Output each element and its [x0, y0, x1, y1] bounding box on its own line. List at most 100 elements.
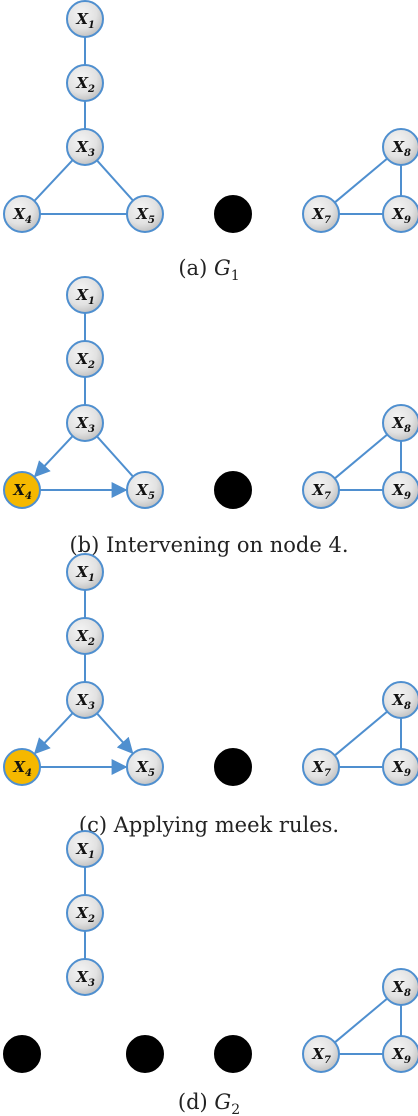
node-label: X	[75, 74, 89, 92]
node-subscript: 7	[324, 215, 331, 226]
node-subscript: 5	[148, 215, 155, 226]
node-circle	[66, 894, 104, 932]
node-circle	[66, 958, 104, 996]
node-circle	[66, 276, 104, 314]
node-subscript: 7	[324, 1055, 331, 1066]
edge-x3-x5-directed	[96, 712, 134, 755]
node-subscript: 4	[25, 215, 32, 226]
node-subscript: 4	[25, 491, 32, 502]
node-subscript: 8	[404, 424, 411, 435]
node-label: X	[391, 1045, 405, 1063]
node-subscript: 9	[404, 768, 411, 779]
node-subscript: 3	[88, 148, 95, 159]
node-label: X	[12, 205, 26, 223]
node-x6	[214, 1035, 252, 1073]
node-label: X	[75, 840, 89, 858]
node-circle	[382, 471, 418, 509]
node-circle	[382, 968, 418, 1006]
node-circle	[126, 748, 164, 786]
edge-x7-x8	[334, 710, 388, 757]
node-subscript: 2	[87, 360, 95, 371]
edge-x7-x8	[334, 997, 388, 1044]
node-circle	[126, 1035, 164, 1073]
caption-c: (c) Applying meek rules.	[79, 813, 339, 837]
node-subscript: 3	[88, 978, 95, 989]
node-circle	[214, 748, 252, 786]
node-circle	[3, 471, 41, 509]
node-subscript: 8	[404, 988, 411, 999]
node-circle	[382, 404, 418, 442]
node-circle	[302, 471, 340, 509]
node-subscript: 2	[87, 84, 95, 95]
node-circle	[382, 195, 418, 233]
node-circle	[66, 681, 104, 719]
node-subscript: 2	[87, 914, 95, 925]
caption-subscript: 2	[231, 1102, 240, 1116]
node-circle	[3, 748, 41, 786]
node-circle	[382, 681, 418, 719]
node-label: X	[391, 205, 405, 223]
node-circle	[214, 471, 252, 509]
node-subscript: 9	[404, 491, 411, 502]
caption-prefix: (d)	[178, 1090, 208, 1114]
caption-b: (b) Intervening on node 4.	[69, 533, 348, 557]
node-circle	[66, 830, 104, 868]
node-subscript: 7	[324, 491, 331, 502]
node-label: X	[391, 758, 405, 776]
caption-a: (a) G1	[178, 256, 239, 284]
node-circle	[3, 195, 41, 233]
node-label: X	[75, 286, 89, 304]
node-label: X	[311, 1045, 325, 1063]
node-label: X	[75, 10, 89, 28]
node-circle	[66, 128, 104, 166]
node-circle	[3, 1035, 41, 1073]
caption-prefix: (b)	[69, 533, 99, 557]
edge-x3-x4-directed	[33, 712, 74, 755]
node-circle	[302, 748, 340, 786]
node-label: X	[311, 758, 325, 776]
node-circle	[66, 617, 104, 655]
node-label: X	[311, 205, 325, 223]
node-x6	[214, 195, 252, 233]
node-circle	[126, 471, 164, 509]
node-subscript: 1	[88, 573, 95, 584]
caption-text: G	[208, 1090, 231, 1114]
node-subscript: 3	[88, 424, 95, 435]
caption-prefix: (a)	[178, 256, 207, 280]
node-subscript: 8	[404, 148, 411, 159]
node-label: X	[135, 205, 149, 223]
node-subscript: 9	[404, 1055, 411, 1066]
node-label: X	[75, 627, 89, 645]
caption-subscript: 1	[231, 268, 240, 284]
node-label: X	[311, 481, 325, 499]
node-label: X	[391, 481, 405, 499]
edge-x3-x5	[96, 435, 134, 478]
node-circle	[66, 0, 104, 38]
edge-x3-x4	[33, 159, 74, 202]
node-label: X	[75, 350, 89, 368]
node-circle	[302, 1035, 340, 1073]
node-subscript: 9	[404, 215, 411, 226]
node-circle	[66, 553, 104, 591]
